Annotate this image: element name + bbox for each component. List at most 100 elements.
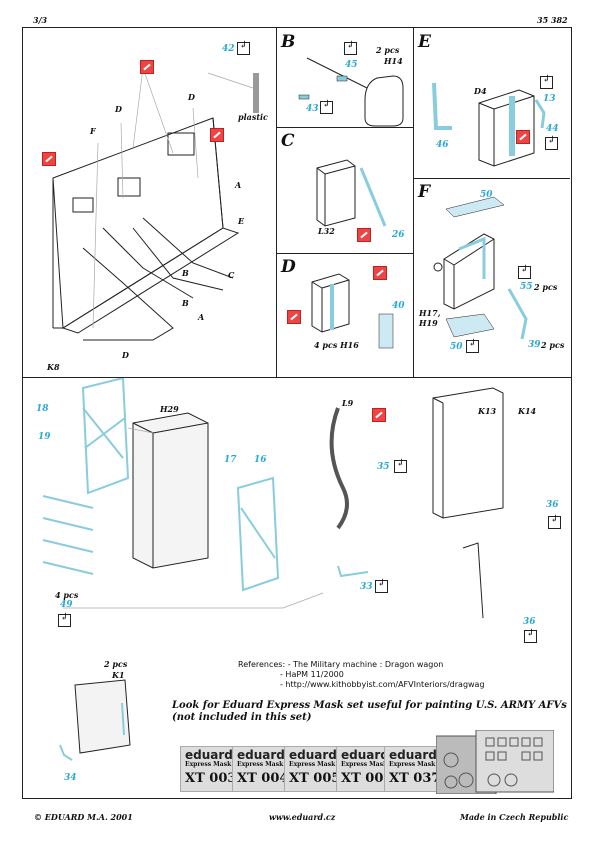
part-number: 26 [392,230,405,240]
section-b-label: B [281,32,296,52]
instruction-frame [22,27,572,799]
cab-interior-drawing [52,67,259,341]
photo-etch-marker [373,266,387,280]
b-part: H14 [384,56,403,66]
bend-icon [548,514,561,529]
divider [276,127,413,128]
part-number: 17 [224,455,237,465]
section-f-drawing [433,196,528,340]
bend-icon [344,40,357,55]
photo-etch-marker [140,60,154,74]
bend-icon [58,612,71,627]
section-e-label: E [418,32,431,52]
origin-text: Made in Czech Republic [460,812,569,822]
divider [22,377,571,378]
product-code: XT 006 [341,771,393,786]
part-number: 42 [222,44,235,54]
part-number: 55 [520,282,533,292]
part-code-k1: K1 [112,670,125,680]
part-number: 33 [360,582,373,592]
bend-icon [394,458,407,473]
section-c-drawing [316,159,387,227]
part-number: 50 [480,190,493,200]
part-number: 36 [546,500,559,510]
express-mask-note: (not included in this set) [172,712,312,723]
mask-sub: Express Mask [289,761,336,768]
part-code-k8: K8 [47,362,60,372]
mask-sub: Express Mask [237,761,284,768]
lower-qty: 4 pcs [55,590,79,600]
lower-drawing [42,378,504,619]
part-number: 39 [528,340,541,350]
brand-logo: eduard [237,748,285,762]
bend-icon [540,74,553,89]
mask-sheet-image [436,730,554,794]
part-number: 50 [450,342,463,352]
product-code: XT 003 [185,771,237,786]
part-number: 36 [523,617,536,627]
brand-logo: eduard [185,748,233,762]
photo-etch-marker [516,130,530,144]
f-qty: 2 pcs [534,282,558,292]
part-number: 49 [60,600,73,610]
section-f-label: F [418,182,431,202]
section-d-drawing [311,273,394,349]
part-number: 44 [546,124,559,134]
part-code-l9: L9 [342,398,354,408]
photo-etch-marker [372,408,386,422]
part-number: 19 [38,432,51,442]
c-part: L32 [318,226,335,236]
part-number: 18 [36,404,49,414]
divider [413,27,414,377]
d-qty-part: 4 pcs H16 [314,340,359,350]
brand-logo: eduard [341,748,389,762]
callout-e: E [238,216,245,226]
callout-b: B [182,268,189,278]
section-b-drawing [298,57,404,127]
reference-line: - HaPM 11/2000 [280,670,344,679]
callout-c: C [228,270,235,280]
page-number: 3/3 [33,15,48,25]
part-number: 45 [345,60,358,70]
part-number: 46 [436,140,449,150]
callout-d: D [122,350,129,360]
part-code-k14: K14 [518,406,537,416]
callout-d: D [188,92,195,102]
product-code: XT 037 [389,771,441,786]
mask-sub: Express Mask [341,761,388,768]
f-qty: 2 pcs [541,340,565,350]
divider [276,253,413,254]
express-mask-ad: Look for Eduard Express Mask set useful … [172,700,567,711]
photo-etch-marker [357,228,371,242]
callout-d: D [115,104,122,114]
copyright: © EDUARD M.A. 2001 [34,812,133,822]
callout-b: B [182,298,189,308]
divider [276,27,277,377]
bend-icon [518,264,531,279]
part-number: 43 [306,104,319,114]
bend-icon [237,40,250,55]
brand-logo: eduard [389,748,437,762]
callout-f: F [90,126,96,136]
brand-logo: eduard [289,748,337,762]
product-code: XT 004 [237,771,289,786]
photo-etch-marker [287,310,301,324]
k1-qty: 2 pcs [104,659,128,669]
product-code: XT 005 [289,771,341,786]
part-number: 13 [543,94,556,104]
bend-icon [466,338,479,353]
callout-a: A [235,180,242,190]
bend-icon [545,135,558,150]
website-link[interactable]: www.eduard.cz [269,812,336,822]
bend-icon [320,99,333,114]
k1-drawing [59,679,131,761]
mask-sub: Express Mask [185,761,232,768]
part-code-k13: K13 [478,406,497,416]
photo-etch-marker [42,152,56,166]
kit-code: 35 382 [537,15,568,25]
b-qty: 2 pcs [376,45,400,55]
plastic-label: plastic [238,112,268,122]
photo-etch-marker [210,128,224,142]
part-code-h29: H29 [160,404,179,414]
mask-sub: Express Mask [389,761,436,768]
